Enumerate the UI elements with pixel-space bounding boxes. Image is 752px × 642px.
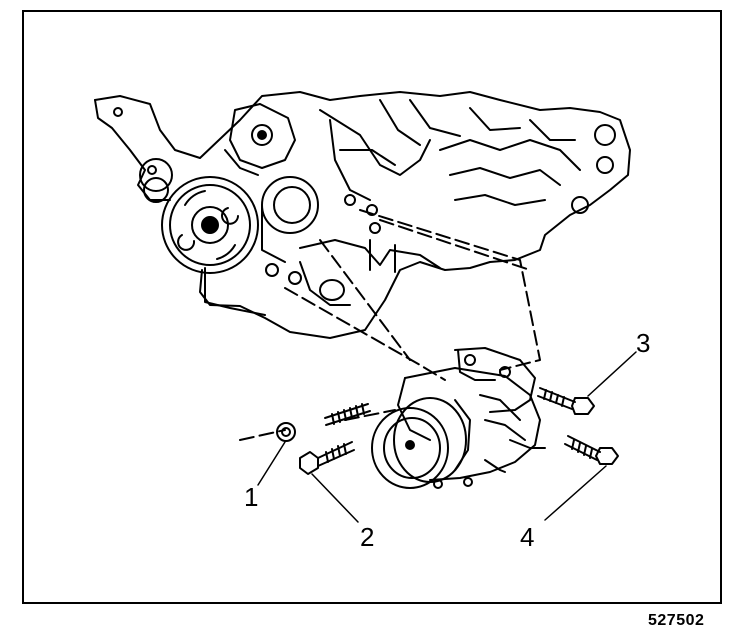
callout-3: 3 xyxy=(636,328,651,358)
callout-4: 4 xyxy=(520,522,535,552)
stud xyxy=(324,403,371,426)
engine-block xyxy=(94,91,631,339)
alignment-lines xyxy=(239,209,541,441)
crankshaft-pulley xyxy=(161,176,259,274)
nut xyxy=(276,422,296,442)
exhaust-manifold xyxy=(319,99,616,216)
figure-frame xyxy=(22,10,722,604)
figure-number: 527502 xyxy=(648,612,705,629)
oil-pan xyxy=(204,222,441,316)
idler-pulley xyxy=(261,176,319,263)
ac-compressor xyxy=(371,367,546,489)
bolt-lower-right xyxy=(564,435,619,465)
leader-lines xyxy=(257,351,637,523)
callout-1: 1 xyxy=(244,482,259,512)
bolt-front xyxy=(299,441,355,475)
callout-2: 2 xyxy=(360,522,375,552)
belt-tensioner xyxy=(224,103,296,176)
bolt-upper-right xyxy=(537,387,595,415)
compressor-bracket xyxy=(454,347,536,413)
